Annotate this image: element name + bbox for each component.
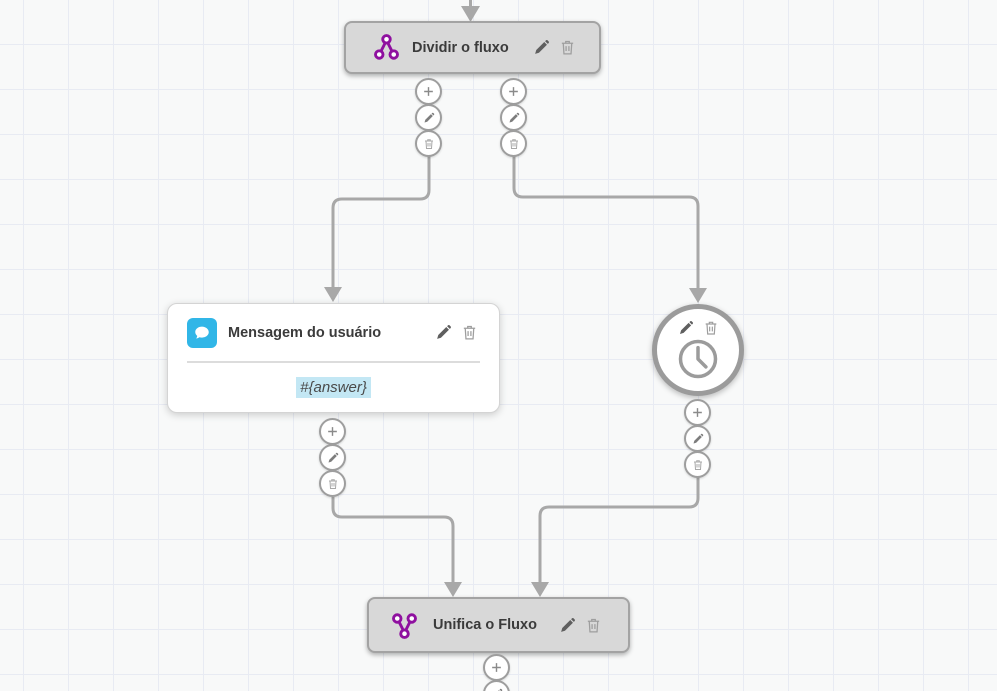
add-step-button[interactable] xyxy=(483,654,510,681)
connector-split-to-wait xyxy=(512,156,700,289)
merge-node-title: Unifica o Fluxo xyxy=(433,617,537,633)
add-step-button[interactable] xyxy=(319,418,346,445)
add-step-button[interactable] xyxy=(500,78,527,105)
arrowhead-into-merge-left xyxy=(444,582,462,597)
split-flow-node[interactable]: Dividir o fluxo xyxy=(344,21,601,74)
user-message-node[interactable]: Mensagem do usuário #{answer} xyxy=(167,303,500,413)
split-output-left-ports xyxy=(415,78,443,157)
merge-flow-node[interactable]: Unifica o Fluxo xyxy=(367,597,630,653)
edit-connection-button[interactable] xyxy=(319,444,346,471)
user-message-node-body: #{answer} xyxy=(187,361,480,411)
split-node-title: Dividir o fluxo xyxy=(412,39,509,56)
user-message-node-header: Mensagem do usuário xyxy=(168,304,499,361)
connector-wait-to-merge xyxy=(538,477,700,584)
delete-connection-button[interactable] xyxy=(319,470,346,497)
trash-icon[interactable] xyxy=(461,324,478,341)
arrowhead-into-split-node xyxy=(461,6,480,22)
delete-connection-button[interactable] xyxy=(684,451,711,478)
arrowhead-into-wait-node xyxy=(689,288,707,303)
pencil-icon[interactable] xyxy=(435,324,452,341)
edit-connection-button[interactable] xyxy=(483,680,510,691)
connector-split-to-user-message xyxy=(331,156,431,289)
split-flow-icon xyxy=(372,33,401,62)
arrowhead-into-user-message-node xyxy=(324,287,342,302)
split-output-right-ports xyxy=(500,78,528,157)
delete-connection-button[interactable] xyxy=(415,130,442,157)
trash-icon[interactable] xyxy=(703,320,719,336)
trash-icon[interactable] xyxy=(585,617,602,634)
pencil-icon[interactable] xyxy=(559,617,576,634)
edit-connection-button[interactable] xyxy=(684,425,711,452)
chat-bubble-icon xyxy=(187,317,217,348)
arrowhead-into-merge-right xyxy=(531,582,549,597)
edit-connection-button[interactable] xyxy=(500,104,527,131)
add-step-button[interactable] xyxy=(684,399,711,426)
user-message-node-title: Mensagem do usuário xyxy=(228,324,382,341)
variable-chip: #{answer} xyxy=(296,376,371,398)
wait-output-ports xyxy=(684,399,712,478)
user-message-output-ports xyxy=(319,418,347,497)
wait-node-actions xyxy=(678,320,719,336)
merge-output-ports xyxy=(483,654,511,691)
edit-connection-button[interactable] xyxy=(415,104,442,131)
delete-connection-button[interactable] xyxy=(500,130,527,157)
merge-flow-icon xyxy=(390,611,419,640)
pencil-icon[interactable] xyxy=(533,39,550,56)
clock-icon xyxy=(677,338,719,380)
pencil-icon[interactable] xyxy=(678,320,694,336)
connector-user-message-to-merge xyxy=(331,497,455,584)
trash-icon[interactable] xyxy=(559,39,576,56)
wait-node[interactable] xyxy=(652,304,744,396)
add-step-button[interactable] xyxy=(415,78,442,105)
